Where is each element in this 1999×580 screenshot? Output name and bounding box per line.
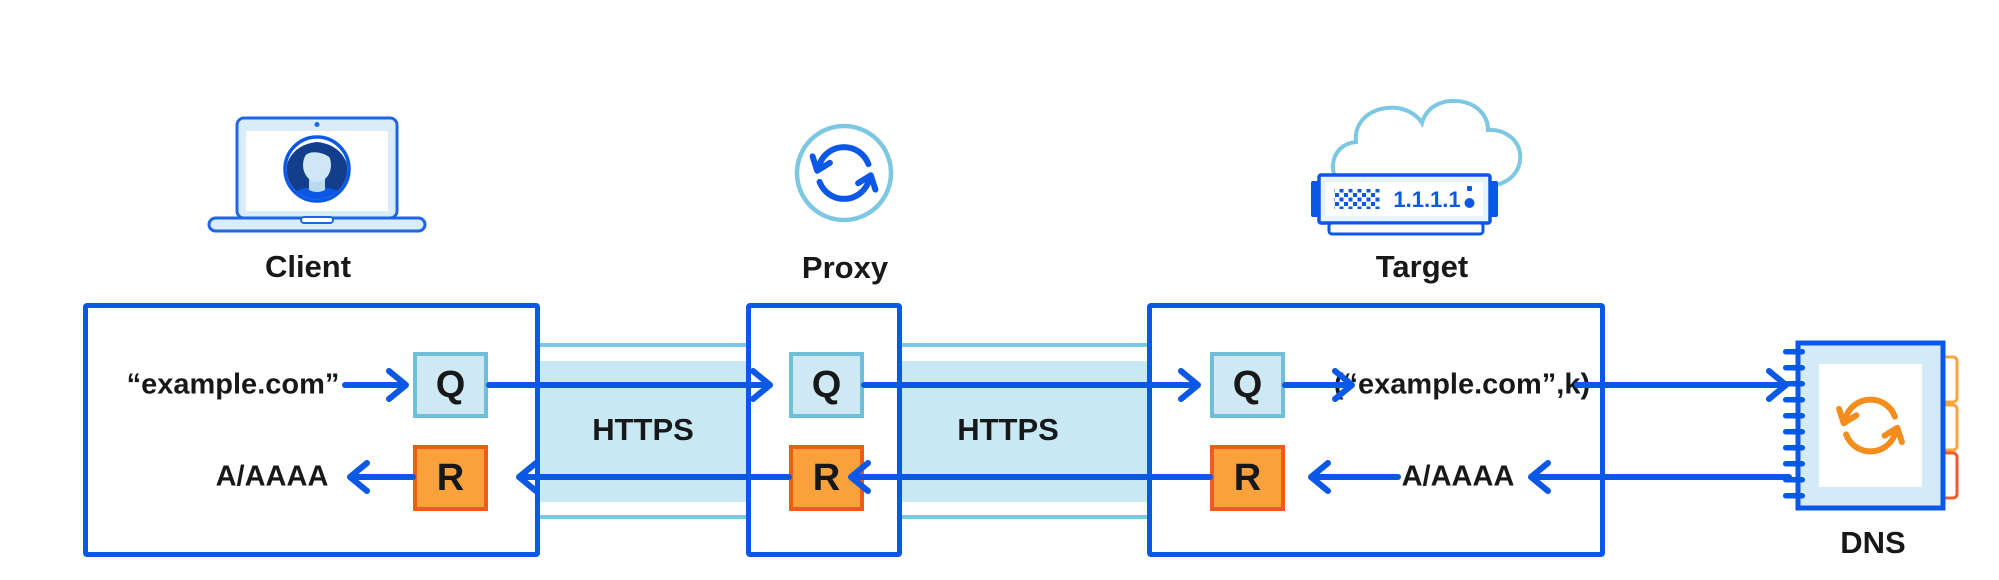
target-server-icon: 1.1.1.1: [1311, 98, 1523, 236]
client-box: [83, 303, 540, 557]
https-pipe-right: [899, 343, 1150, 519]
client-response-text: A/AAAA: [215, 460, 329, 493]
target-response-square: R: [1210, 445, 1285, 511]
https-pipe-left: [537, 343, 749, 519]
proxy-response-square: R: [789, 445, 864, 511]
proxy-box: [746, 303, 902, 557]
query-arrow-target-to-dns: [1574, 368, 1789, 402]
target-label: Target: [1375, 249, 1469, 284]
target-response-text: A/AAAA: [1401, 460, 1515, 493]
camera-dot-icon: [314, 122, 320, 127]
cloud-icon: [1330, 98, 1523, 192]
client-avatar: [283, 135, 351, 203]
proxy-query-square: Q: [789, 352, 864, 418]
proxy-label: Proxy: [801, 250, 889, 285]
client-query-text: “example.com”: [126, 368, 340, 401]
https-label-left: HTTPS: [592, 412, 694, 447]
client-query-square: Q: [413, 352, 488, 418]
dns-book-icon: [1783, 340, 1959, 511]
proxy-refresh-icon: [794, 123, 894, 223]
client-laptop-icon: [207, 116, 427, 233]
client-response-square: R: [413, 445, 488, 511]
dns-label: DNS: [1840, 525, 1906, 560]
server-led-matrix-icon: [1334, 189, 1380, 209]
target-query-square: Q: [1210, 352, 1285, 418]
target-query-text: (“example.com”,k): [1333, 368, 1591, 401]
target-box: [1147, 303, 1605, 557]
https-label-right: HTTPS: [957, 412, 1059, 447]
server-display-text: 1.1.1.1: [1393, 187, 1460, 212]
client-label: Client: [264, 249, 352, 284]
